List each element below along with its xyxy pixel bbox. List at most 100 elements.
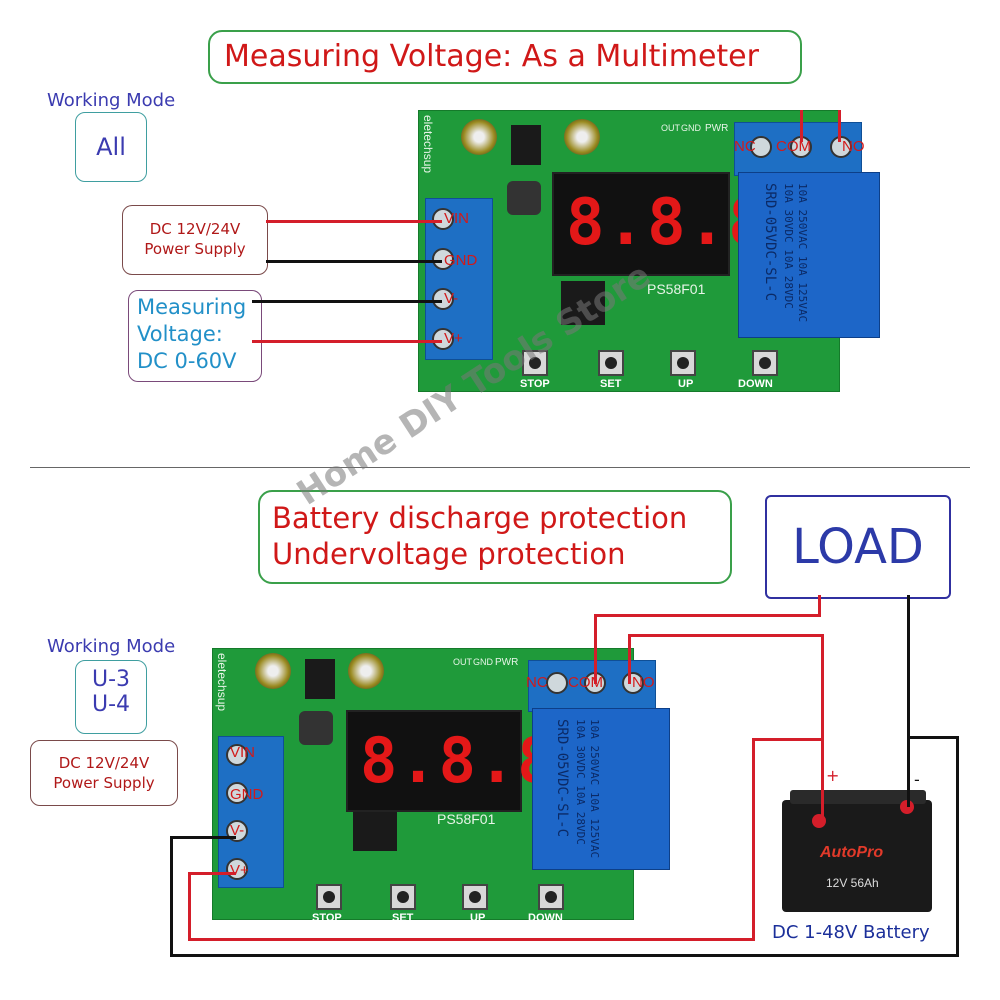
- top-stop-button[interactable]: [522, 350, 548, 376]
- bottom-down-label: DOWN: [528, 912, 563, 924]
- bottom-pin-vminus: V-: [230, 822, 245, 839]
- top-model-silk: PS58F01: [647, 281, 706, 297]
- bottom-set-button[interactable]: [390, 884, 416, 910]
- wire-plus-bottom: [188, 938, 755, 941]
- top-wire-vin: [266, 220, 442, 223]
- bottom-capacitor-1: [255, 653, 291, 689]
- bottom-up-button[interactable]: [462, 884, 488, 910]
- top-title: Measuring Voltage: As a Multimeter: [224, 39, 759, 74]
- top-screw-no: [830, 136, 852, 158]
- bottom-silk-pwr: PWR: [495, 657, 519, 668]
- top-inductor: [507, 181, 541, 215]
- battery-minus: -: [914, 770, 920, 789]
- bottom-relay-nc: NC: [526, 674, 548, 691]
- bottom-down-button[interactable]: [538, 884, 564, 910]
- load-box: LOAD: [765, 495, 951, 599]
- top-title-box: Measuring Voltage: As a Multimeter: [208, 30, 802, 84]
- bottom-title-line1: Battery discharge protection: [272, 501, 688, 535]
- bottom-relay-no: NO: [632, 674, 655, 691]
- bottom-relay-com: COM: [568, 674, 603, 691]
- top-regulator-chip: [511, 125, 541, 165]
- battery-plus: +: [826, 766, 840, 785]
- top-screw-nc: [750, 136, 772, 158]
- wire-load-plus: [818, 595, 821, 617]
- battery: AutoPro 12V 56Ah: [782, 800, 932, 912]
- top-wire-vminus: [252, 300, 442, 303]
- bottom-stop-label: STOP: [312, 912, 342, 924]
- top-power-supply-box: DC 12V/24V Power Supply: [122, 205, 268, 275]
- top-ps-line2: Power Supply: [144, 240, 246, 258]
- bottom-relay-text-3: SRD-05VDC-SL-C: [554, 719, 570, 838]
- top-silk-gnd: GND: [681, 123, 701, 133]
- top-down-button[interactable]: [752, 350, 778, 376]
- wire-plus-down: [821, 634, 824, 820]
- top-up-button[interactable]: [670, 350, 696, 376]
- bottom-pin-gnd: GND: [230, 786, 264, 803]
- wire-minus-down: [956, 736, 959, 956]
- top-brand-silk: eletechsup: [421, 115, 435, 174]
- top-relay-text-3: SRD-05VDC-SL-C: [762, 183, 778, 302]
- bottom-screw-vin: [226, 744, 248, 766]
- wire-vplus-in: [188, 872, 236, 875]
- bottom-mode-label: Working Mode: [47, 636, 176, 657]
- top-relay-com: COM: [776, 138, 811, 155]
- wire-vplus-left: [188, 872, 191, 941]
- top-wire-gnd: [266, 260, 442, 263]
- top-ps-line1: DC 12V/24V: [149, 220, 241, 238]
- top-pin-vminus: V-: [444, 290, 459, 307]
- top-relay: 10A 250VAC 10A 125VAC 10A 30VDC 10A 28VD…: [738, 172, 880, 338]
- battery-top: [790, 790, 926, 804]
- bottom-title-box: Battery discharge protection Undervoltag…: [258, 490, 732, 584]
- top-wire-com-up: [800, 110, 803, 142]
- top-mode-value: All: [96, 133, 126, 161]
- bottom-silk-out: OUT: [453, 657, 472, 667]
- bottom-led-display: 8.8.8: [346, 710, 555, 812]
- top-mode-box: All: [75, 112, 147, 182]
- bottom-mode-value1: U-3: [91, 667, 131, 692]
- wire-vminus-in: [170, 836, 236, 839]
- top-mcu-chip: [561, 281, 605, 325]
- top-relay-no: NO: [842, 138, 865, 155]
- top-wire-no-up: [838, 110, 841, 142]
- top-pin-vplus: V+: [444, 330, 463, 347]
- bottom-ps-line2: Power Supply: [53, 774, 155, 792]
- top-display-digits: 8.8.8: [566, 186, 769, 260]
- wire-minus-right: [907, 736, 959, 739]
- bottom-screw-nc: [546, 672, 568, 694]
- battery-minus-terminal: [900, 800, 914, 814]
- top-stop-label: STOP: [520, 378, 550, 390]
- wire-vminus-left: [170, 836, 173, 956]
- wire-no-top: [628, 634, 824, 637]
- bottom-stop-button[interactable]: [316, 884, 342, 910]
- bottom-relay-text-1: 10A 250VAC 10A 125VAC: [588, 719, 601, 859]
- wire-load-minus: [907, 595, 910, 807]
- wire-com-top: [594, 614, 820, 617]
- top-silk-out: OUT: [661, 123, 680, 133]
- top-mv-line2: Voltage:: [137, 322, 223, 346]
- bottom-screw-no: [622, 672, 644, 694]
- bottom-silk-gnd: GND: [473, 657, 493, 667]
- top-screw-vin: [432, 208, 454, 230]
- bottom-relay-text-2: 10A 30VDC 10A 28VDC: [574, 719, 587, 845]
- wire-no-up: [628, 634, 631, 684]
- top-measuring-box: Measuring Voltage: DC 0-60V: [128, 290, 262, 382]
- bottom-mode-box: U-3 U-4: [75, 660, 147, 734]
- battery-brand: AutoPro: [820, 844, 884, 861]
- top-wire-vplus: [252, 340, 442, 343]
- bottom-power-supply-box: DC 12V/24V Power Supply: [30, 740, 178, 806]
- bottom-up-label: UP: [470, 912, 486, 924]
- top-screw-vplus: [432, 328, 454, 350]
- bottom-brand-silk: eletechsup: [215, 653, 229, 712]
- top-screw-vminus: [432, 288, 454, 310]
- top-set-button[interactable]: [598, 350, 624, 376]
- bottom-display-digits: 8.8.8: [360, 724, 557, 797]
- bottom-pin-vplus: V+: [230, 862, 249, 879]
- battery-spec: 12V 56Ah: [826, 876, 879, 890]
- top-relay-text-2: 10A 30VDC 10A 28VDC: [782, 183, 795, 309]
- top-capacitor-2: [564, 119, 600, 155]
- top-screw-gnd: [432, 248, 454, 270]
- top-up-label: UP: [678, 378, 694, 390]
- bottom-inductor: [299, 711, 333, 745]
- top-capacitor-1: [461, 119, 497, 155]
- section-divider: [30, 467, 970, 468]
